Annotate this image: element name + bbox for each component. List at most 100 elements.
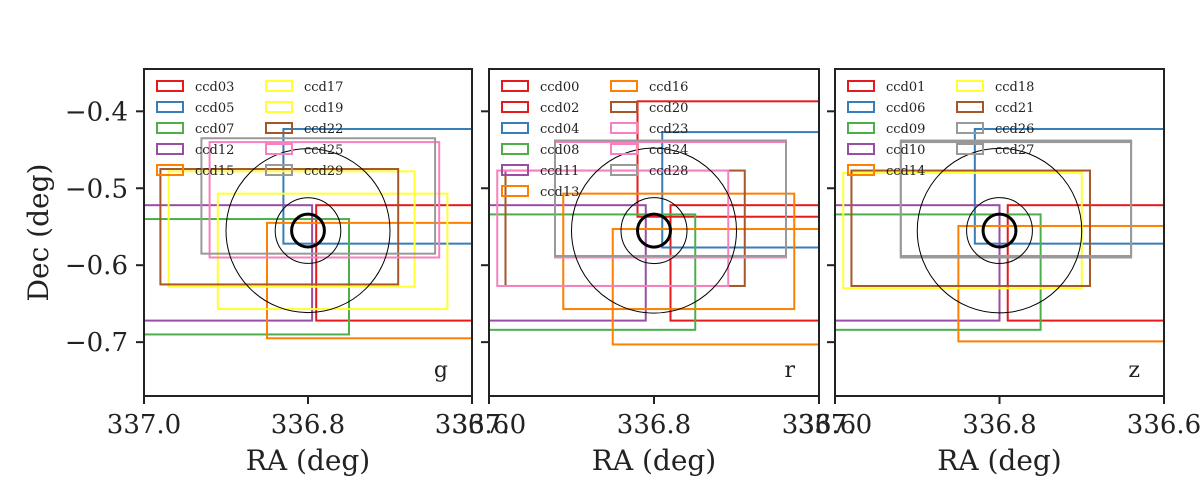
legend-label-ccd03: ccd03 (195, 80, 234, 95)
legend-label-ccd17: ccd17 (304, 80, 343, 95)
legend-label-ccd15: ccd15 (195, 164, 234, 179)
legend-label-ccd14: ccd14 (886, 164, 925, 179)
legend-label-ccd18: ccd18 (995, 80, 1034, 95)
legend-label-ccd13: ccd13 (540, 185, 579, 200)
legend-swatch-ccd14 (847, 164, 875, 176)
y-axis-title: Dec (deg) (22, 164, 55, 302)
aperture-circle (981, 212, 1018, 249)
legend-label-ccd23: ccd23 (649, 122, 688, 137)
band-label: g (434, 358, 448, 383)
ccd-footprint-ccd10 (835, 204, 1001, 322)
ccd-footprint-ccd09 (835, 213, 1042, 331)
ccd-footprint-ccd23 (496, 169, 730, 287)
legend-label-ccd07: ccd07 (195, 122, 234, 137)
legend-swatch-ccd02 (501, 101, 529, 113)
ccd-footprint-ccd14 (957, 224, 1164, 343)
x-axis-title: RA (deg) (592, 444, 716, 477)
x-axis-title: RA (deg) (937, 444, 1061, 477)
legend-label-ccd11: ccd11 (540, 164, 579, 179)
ccd-footprint-ccd21 (850, 169, 1091, 287)
legend-swatch-ccd07 (156, 122, 184, 134)
axes-frame (143, 68, 473, 397)
legend-swatch-ccd22 (265, 122, 293, 134)
band-label: r (784, 358, 795, 383)
ccd-footprint-ccd29 (200, 137, 437, 255)
ccd-footprint-ccd03 (315, 204, 472, 322)
legend-label-ccd01: ccd01 (886, 80, 925, 95)
aperture-circle (620, 197, 688, 265)
legend-label-ccd16: ccd16 (649, 80, 688, 95)
aperture-circle (916, 147, 1083, 314)
legend-label-ccd09: ccd09 (886, 122, 925, 137)
legend-label-ccd08: ccd08 (540, 143, 579, 158)
legend-label-ccd28: ccd28 (649, 164, 688, 179)
legend-label-ccd29: ccd29 (304, 164, 343, 179)
panel-g: ccd03 ccd05 ccd07 ccd12 ccd15 ccd17 ccd19 ccd22… (22, 68, 509, 477)
legend-swatch-ccd01 (847, 80, 875, 92)
legend-label-ccd05: ccd05 (195, 101, 234, 116)
legend-swatch-ccd20 (610, 101, 638, 113)
legend-swatch-ccd12 (156, 143, 184, 155)
aperture-circle (290, 212, 326, 249)
plot-area (835, 128, 1164, 343)
x-tick-label: 336.6 (782, 410, 856, 440)
ccd-footprint-ccd19 (216, 192, 449, 311)
legend-label-ccd12: ccd12 (195, 143, 234, 158)
legend-label-ccd24: ccd24 (649, 143, 688, 158)
x-tick-label: 337.0 (107, 410, 181, 440)
y-tick-label: −0.4 (65, 97, 128, 127)
legend-label-ccd22: ccd22 (304, 122, 343, 137)
legend-swatch-ccd18 (956, 80, 984, 92)
legend-swatch-ccd10 (847, 143, 875, 155)
y-tick-label: −0.6 (65, 251, 128, 281)
legend-label-ccd19: ccd19 (304, 101, 343, 116)
legend-swatch-ccd19 (265, 101, 293, 113)
legend-swatch-ccd09 (847, 122, 875, 134)
legend-label-ccd25: ccd25 (304, 143, 343, 158)
legend-swatch-ccd00 (501, 80, 529, 92)
legend-label-ccd21: ccd21 (995, 101, 1034, 116)
legend-swatch-ccd03 (156, 80, 184, 92)
legend-label-ccd02: ccd02 (540, 101, 579, 116)
legend-swatch-ccd15 (156, 164, 184, 176)
aperture-circle (636, 212, 672, 249)
legend-swatch-ccd13 (501, 185, 529, 197)
ccd-footprint-ccd02 (669, 204, 819, 322)
band-label: z (1128, 358, 1140, 383)
ccd-footprint-ccd00 (636, 100, 819, 218)
ccd-footprint-ccd06 (973, 128, 1164, 245)
legend-label-ccd27: ccd27 (995, 143, 1034, 158)
x-tick-label: 336.8 (617, 410, 691, 440)
ccd-footprint-ccd22 (159, 168, 400, 286)
panel-r: ccd00ccd02ccd04ccd08ccd11ccd13ccd16ccd20… (452, 68, 856, 477)
legend-swatch-ccd17 (265, 80, 293, 92)
aperture-circle (274, 197, 342, 264)
ccd-footprint-ccd01 (1006, 204, 1164, 322)
legend-label-ccd10: ccd10 (886, 143, 925, 158)
ccd-footprint-ccd07 (144, 218, 350, 336)
legend-swatch-ccd05 (156, 101, 184, 113)
aperture-circle (571, 147, 737, 314)
legend-label-ccd20: ccd20 (649, 101, 688, 116)
y-tick-label: −0.7 (65, 328, 128, 358)
x-tick-label: 337.0 (452, 410, 526, 440)
legend-swatch-ccd26 (956, 122, 984, 134)
legend-label-ccd00: ccd00 (540, 80, 579, 95)
legend-swatch-ccd21 (956, 101, 984, 113)
x-axis-title: RA (deg) (246, 444, 370, 477)
axes-frame (488, 68, 820, 397)
y-tick-label: −0.5 (65, 174, 128, 204)
ccd-footprint-ccd15 (266, 221, 472, 340)
legend-swatch-ccd24 (610, 143, 638, 155)
x-tick-label: 336.8 (962, 410, 1036, 440)
ccd-footprint-ccd28 (554, 139, 787, 257)
legend-swatch-ccd08 (501, 143, 529, 155)
aperture-circle (966, 197, 1033, 264)
legend-swatch-ccd04 (501, 122, 529, 134)
panel-z: ccd01ccd06ccd09ccd10ccd14ccd18ccd21ccd26… (798, 68, 1200, 477)
legend-swatch-ccd27 (956, 143, 984, 155)
x-tick-label: 336.6 (435, 410, 509, 440)
ccd-footprint-ccd08 (489, 213, 697, 331)
ccd-footprint-ccd25 (208, 141, 441, 259)
